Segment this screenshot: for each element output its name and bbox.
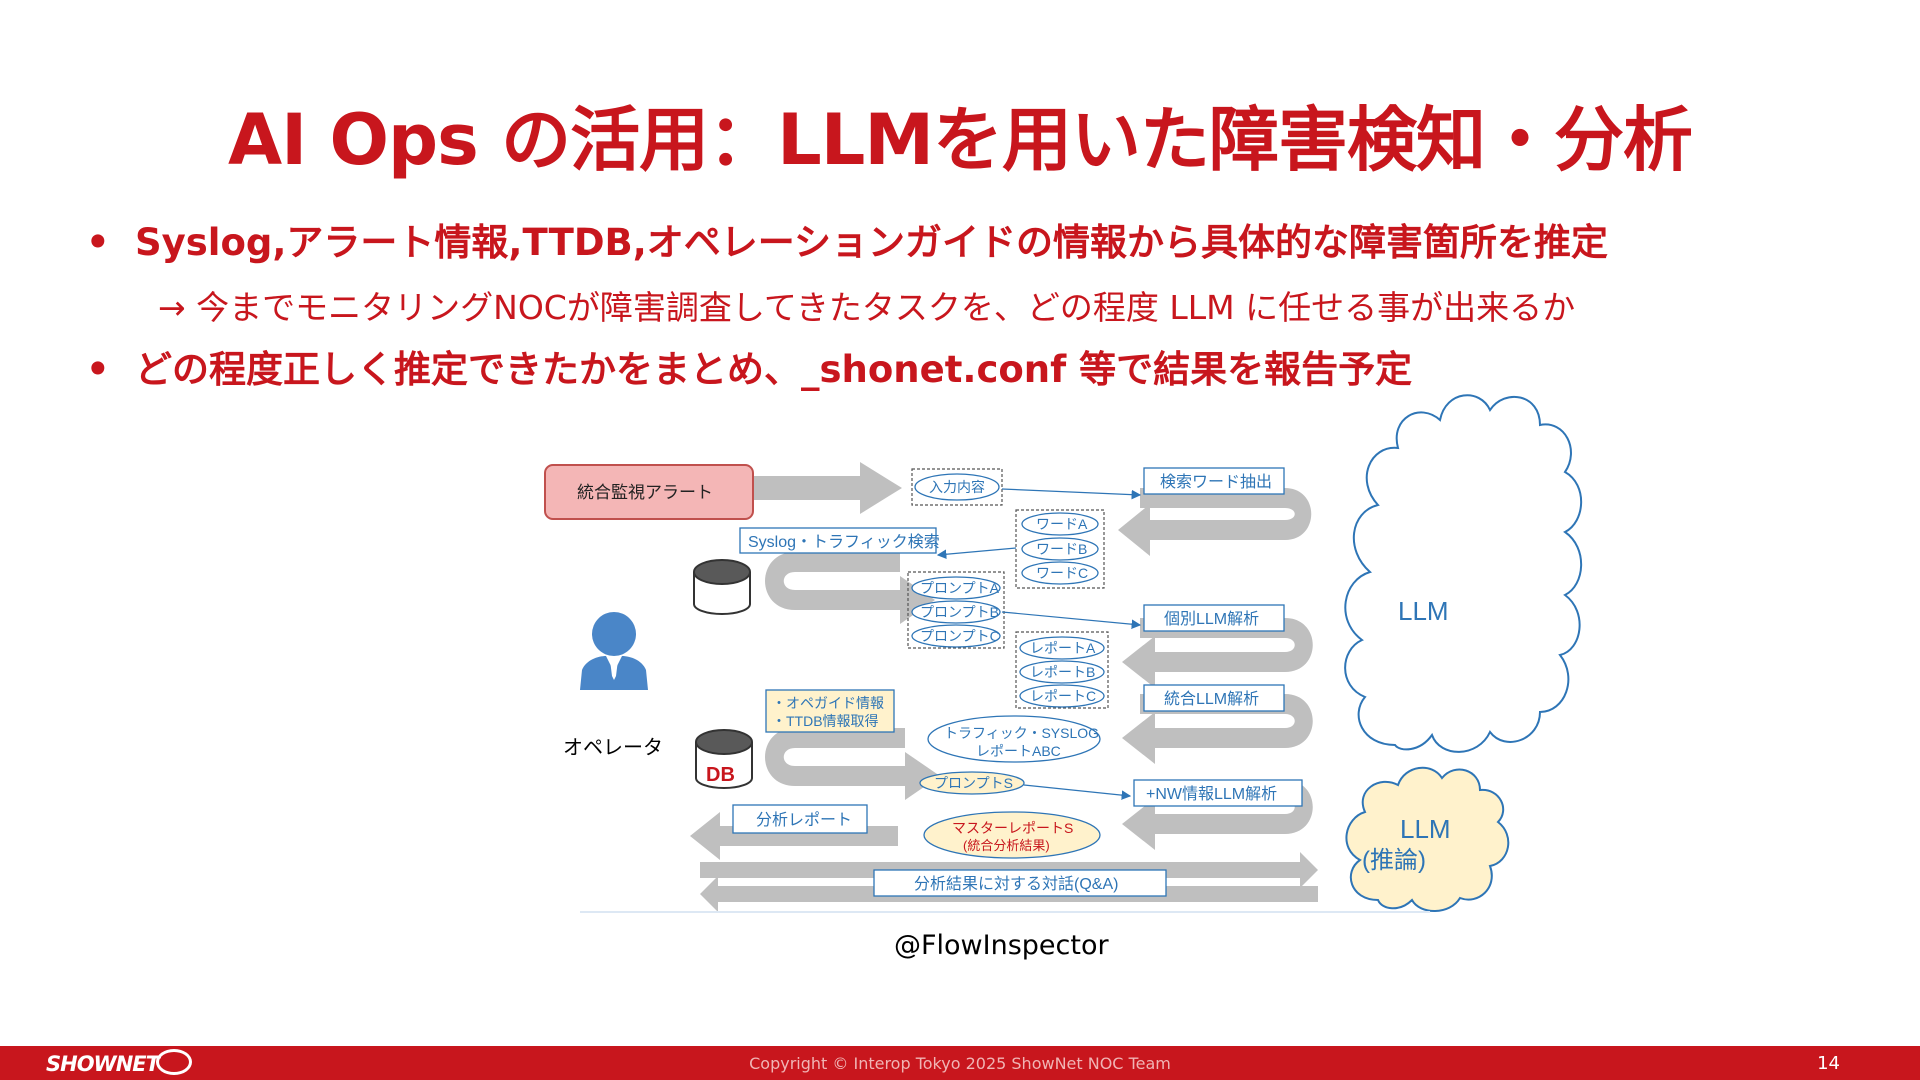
db-icon: DB [695,729,753,789]
figure-caption: @FlowInspector [894,930,1109,961]
traffic-report-2: レポートABC [976,743,1061,759]
bullet-2: • どの程度正しく推定できたかをまとめ、_shonet.conf 等で結果を報告予… [86,347,1412,393]
input-label: 入力内容 [929,479,985,495]
prompt-b: プロンプトB [920,604,999,620]
word-b: ワードB [1036,541,1087,557]
alert-box: 統合監視アラート [544,464,754,520]
label-boxes: 検索ワード抽出 Syslog・トラフィック検索 個別LLM解析 統合LLM解析 … [732,467,1303,897]
connector-lines [936,488,1142,800]
report-c: レポートC [1030,688,1096,704]
bullet-marker: • [86,221,110,264]
bullet-1: • Syslog,アラート情報,TTDB,オペレーションガイドの情報から具体的な障… [86,220,1608,266]
sub-bullet: → 今までモニタリングNOCが障害調査してきたタスクを、どの程度 LLM に任せ… [158,288,1576,327]
operator-label: オペレータ [563,736,663,759]
page-number: 14 [1817,1053,1840,1074]
llm-cloud: LLM [1344,394,1583,753]
llm-inference-cloud: LLM (推論) [1345,766,1510,912]
nw-label: +NW情報LLM解析 [1146,785,1277,803]
traffic-report-1: トラフィック・SYSLOG [944,725,1099,741]
integrated-label: 統合LLM解析 [1164,690,1259,708]
shownet-logo-mark-icon [156,1049,192,1075]
keyword-label: 検索ワード抽出 [1160,473,1272,491]
prompt-a: プロンプトA [920,580,1000,596]
search-label: Syslog・トラフィック検索 [748,533,940,551]
word-a: ワードA [1036,516,1088,532]
dashed-groups [907,468,1109,709]
bullet-marker: • [86,348,110,391]
bullet-1-text: Syslog,アラート情報,TTDB,オペレーションガイドの情報から具体的な障害… [135,221,1609,264]
footer-bar: SHOWNET Copyright © Interop Tokyo 2025 S… [0,1046,1920,1080]
opguide-line-1: ・オペガイド情報 [772,695,884,711]
bullet-2-text: どの程度正しく推定できたかをまとめ、_shonet.conf 等で結果を報告予定 [135,348,1413,391]
analysis-report-label: 分析レポート [756,811,852,829]
individual-label: 個別LLM解析 [1164,610,1259,628]
master-report-2: (統合分析結果) [963,838,1050,853]
report-b: レポートB [1030,664,1095,680]
word-c: ワードC [1036,565,1088,581]
operator-icon [580,612,648,690]
qa-label: 分析結果に対する対話(Q&A) [914,875,1118,893]
alert-label: 統合監視アラート [577,483,713,502]
master-report-1: マスターレポートS [952,820,1073,836]
opguide-line-2: ・TTDB情報取得 [772,713,879,729]
copyright-text: Copyright © Interop Tokyo 2025 ShowNet N… [749,1054,1171,1073]
llm-label: LLM [1398,596,1449,626]
ovals: 入力内容 ワードA ワードB ワードC プロンプトA プロンプトB プロンプトC… [911,473,1105,859]
prompt-s: プロンプトS [934,775,1013,791]
llm2-label: LLM [1400,814,1451,844]
db-label: DB [706,764,735,786]
slide-title: AI Ops の活用：LLMを用いた障害検知・分析 [227,99,1693,181]
flow-arrows [690,462,1318,912]
llm2-sub-label: (推論) [1362,847,1426,874]
prompt-c: プロンプトC [920,628,1000,644]
shownet-logo: SHOWNET [46,1052,160,1076]
report-a: レポートA [1030,640,1096,656]
database-icon [693,559,751,615]
